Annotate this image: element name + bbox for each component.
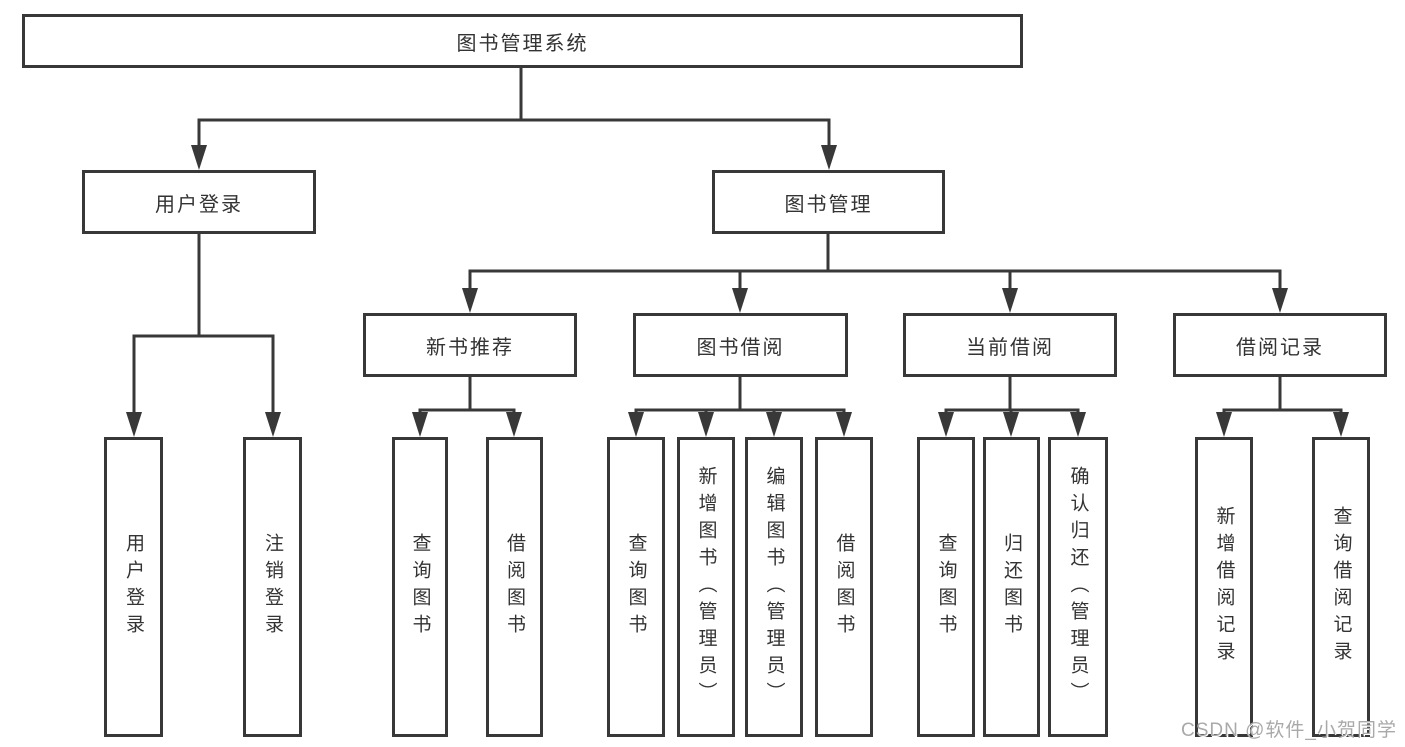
leaf-add-borrow-record: 新增借阅记录 (1195, 437, 1253, 737)
leaf-borrow-books-borrowing-label: 借阅图书 (833, 533, 855, 641)
node-library-system: 图书管理系统 (22, 14, 1023, 68)
leaf-edit-books-admin: 编辑图书（管理员） (745, 437, 803, 737)
leaf-return-books-label: 归还图书 (1001, 533, 1022, 641)
connector-user-login (132, 234, 275, 414)
csdn-watermark: CSDN @软件_小贺同学 (1181, 720, 1397, 741)
node-new-book-recommendation-label: 新书推荐 (426, 336, 514, 359)
node-current-borrowing: 当前借阅 (903, 313, 1117, 377)
node-current-borrowing-label: 当前借阅 (966, 336, 1054, 359)
node-library-system-label: 图书管理系统 (456, 32, 589, 55)
connector-current-borrow (944, 377, 1080, 416)
leaf-user-login-label: 用户登录 (123, 533, 144, 641)
node-new-book-recommendation: 新书推荐 (363, 313, 577, 377)
leaf-query-books-current: 查询图书 (917, 437, 975, 737)
leaf-query-books-recommendation-label: 查询图书 (409, 533, 431, 641)
node-book-management: 图书管理 (712, 170, 945, 234)
leaf-add-books-admin-label: 新增图书（管理员） (695, 465, 717, 709)
leaf-confirm-return-admin: 确认归还（管理员） (1048, 437, 1108, 737)
node-book-borrowing: 图书借阅 (633, 313, 848, 377)
leaf-borrow-books-recommendation: 借阅图书 (486, 437, 543, 737)
connector-borrow-record (1222, 377, 1343, 416)
leaf-user-login: 用户登录 (104, 437, 163, 737)
node-borrowing-records: 借阅记录 (1173, 313, 1387, 377)
leaf-query-books-current-label: 查询图书 (935, 533, 957, 641)
leaf-borrow-books-borrowing: 借阅图书 (815, 437, 873, 737)
leaf-edit-books-admin-label: 编辑图书（管理员） (763, 465, 785, 709)
leaf-confirm-return-admin-label: 确认归还（管理员） (1067, 465, 1089, 709)
node-user-login: 用户登录 (82, 170, 316, 234)
leaf-query-borrow-record-label: 查询借阅记录 (1330, 506, 1352, 668)
leaf-query-borrow-record: 查询借阅记录 (1312, 437, 1370, 737)
leaf-query-books-borrowing-label: 查询图书 (625, 533, 647, 641)
node-user-login-label: 用户登录 (155, 193, 243, 216)
leaf-add-borrow-record-label: 新增借阅记录 (1213, 506, 1235, 668)
connector-book-mgmt (468, 234, 1282, 290)
leaf-add-books-admin: 新增图书（管理员） (677, 437, 735, 737)
leaf-query-books-borrowing: 查询图书 (607, 437, 665, 737)
connector-root (197, 68, 831, 148)
node-book-borrowing-label: 图书借阅 (696, 336, 785, 359)
connector-book-borrow (634, 377, 846, 416)
leaf-query-books-recommendation: 查询图书 (392, 437, 448, 737)
leaf-return-books: 归还图书 (983, 437, 1040, 737)
leaf-logout: 注销登录 (243, 437, 302, 737)
connector-new-book-rec (418, 377, 516, 416)
leaf-logout-label: 注销登录 (262, 533, 283, 641)
node-borrowing-records-label: 借阅记录 (1236, 336, 1324, 359)
node-book-management-label: 图书管理 (784, 193, 873, 216)
leaf-borrow-books-recommendation-label: 借阅图书 (504, 533, 525, 641)
